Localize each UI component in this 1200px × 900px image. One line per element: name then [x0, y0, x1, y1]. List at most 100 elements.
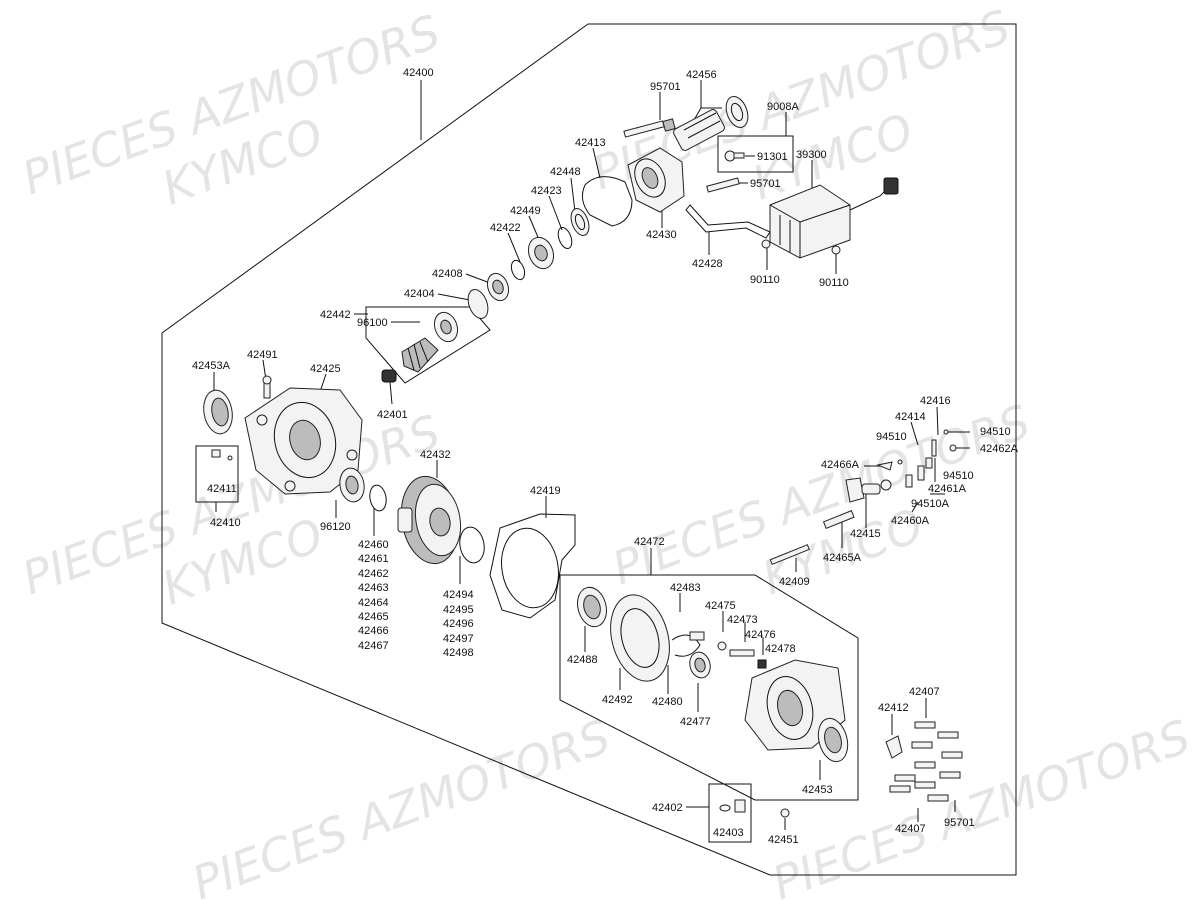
label-91301: 91301: [757, 151, 788, 163]
cover-subassembly-outline: [559, 574, 859, 801]
label-42456: 42456: [686, 69, 717, 81]
bearing-42401: [381, 369, 397, 383]
watermark-text: PIECES AZMOTORS: [185, 709, 617, 900]
label-42408: 42408: [432, 268, 463, 280]
pinion-gear: [401, 337, 439, 373]
label-42404: 42404: [404, 288, 435, 300]
part-labels: 42400 95701 42456 9008A 91301 39300 4241…: [192, 67, 1019, 846]
bolt-91301: [724, 150, 745, 162]
label-42483: 42483: [670, 582, 701, 594]
detent-parts: [876, 429, 957, 488]
label-42412: 42412: [878, 702, 909, 714]
nut-42451: [780, 808, 790, 818]
label-42453: 42453: [802, 784, 833, 796]
ring-42460: [369, 484, 387, 512]
washer-42473: [717, 641, 727, 651]
label-42495: 42495: [443, 604, 474, 616]
gasket-42413: [581, 176, 633, 227]
shaft-42475: [689, 631, 705, 641]
label-42466A: 42466A: [821, 459, 860, 471]
label-42403: 42403: [713, 827, 744, 839]
label-42422: 42422: [490, 222, 521, 234]
bearing-96100: [433, 311, 459, 343]
plate-42412: [885, 735, 903, 759]
label-42430: 42430: [646, 229, 677, 241]
label-42492: 42492: [602, 694, 633, 706]
label-42401: 42401: [377, 409, 408, 421]
plug-42403: [719, 799, 746, 813]
label-42442: 42442: [320, 309, 351, 321]
label-42472: 42472: [634, 536, 665, 548]
label-42453A: 42453A: [192, 360, 231, 372]
ring-gear-42432: [397, 475, 462, 565]
label-42475: 42475: [705, 600, 736, 612]
seal-42453A: [203, 389, 233, 435]
label-94510: 94510: [980, 426, 1011, 438]
label-90110: 90110: [819, 277, 849, 289]
fitting-kit-box: [195, 445, 239, 503]
clip-42480: [671, 634, 701, 657]
label-42402: 42402: [652, 802, 683, 814]
gasket-42419: [489, 513, 576, 619]
seal-42477: [689, 651, 711, 679]
label-42463: 42463: [358, 582, 389, 594]
label-90110: 90110: [750, 274, 780, 286]
label-42416: 42416: [920, 395, 951, 407]
label-42415: 42415: [850, 528, 881, 540]
label-42462: 42462: [358, 568, 389, 580]
label-42460: 42460: [358, 539, 389, 551]
label-42473: 42473: [727, 614, 758, 626]
ring-42478: [757, 659, 767, 669]
label-42464: 42464: [358, 597, 389, 609]
pinion-subassembly-outline: [365, 306, 491, 384]
spring-42465A: [822, 510, 855, 530]
assembly-outline: [161, 23, 1017, 876]
label-42407: 42407: [909, 686, 940, 698]
label-42480: 42480: [652, 696, 683, 708]
plate-42492: [610, 594, 670, 682]
label-39300: 39300: [796, 149, 827, 161]
label-42411: 42411: [207, 483, 237, 495]
ring-42494: [459, 526, 485, 564]
label-42460A: 42460A: [891, 515, 930, 527]
ring-42404: [467, 289, 489, 319]
fitting-42411: [211, 449, 233, 461]
bearing-42449: [527, 236, 555, 270]
label-42488: 42488: [567, 654, 598, 666]
shaft-42456: [673, 96, 749, 151]
bolt-90110-b: [831, 245, 841, 255]
label-42498: 42498: [443, 647, 474, 659]
label-95701: 95701: [750, 178, 781, 190]
label-42467: 42467: [358, 640, 389, 652]
label-42491: 42491: [247, 349, 278, 361]
housing-42430: [627, 147, 685, 213]
label-42407: 42407: [895, 823, 926, 835]
label-42451: 42451: [768, 834, 799, 846]
label-94510: 94510: [876, 431, 907, 443]
label-9008A: 9008A: [767, 101, 799, 113]
watermark: PIECES AZMOTORS KYMCO PIECES AZMOTORS KY…: [15, 0, 1197, 900]
fitting-42491: [262, 375, 272, 399]
label-42494: 42494: [443, 589, 474, 601]
label-42449: 42449: [510, 205, 541, 217]
circlip-42423: [557, 226, 573, 250]
bearing-42408: [486, 272, 510, 302]
bracket-42428: [685, 204, 771, 239]
label-94510: 94510: [943, 470, 974, 482]
label-96120: 96120: [320, 521, 351, 533]
shaft-42476: [729, 649, 755, 657]
label-42432: 42432: [420, 449, 451, 461]
label-42497: 42497: [443, 633, 474, 645]
label-42465: 42465: [358, 611, 389, 623]
bolt-95701-top: [623, 118, 676, 138]
seal-42453: [817, 717, 849, 763]
label-95701: 95701: [650, 81, 681, 93]
seal-42448: [570, 208, 590, 236]
bolt-90110-a: [761, 239, 771, 249]
actuator-39300: [769, 177, 899, 259]
label-42413: 42413: [575, 137, 606, 149]
label-42462A: 42462A: [980, 443, 1019, 455]
label-42448: 42448: [550, 166, 581, 178]
label-42400: 42400: [403, 67, 434, 79]
